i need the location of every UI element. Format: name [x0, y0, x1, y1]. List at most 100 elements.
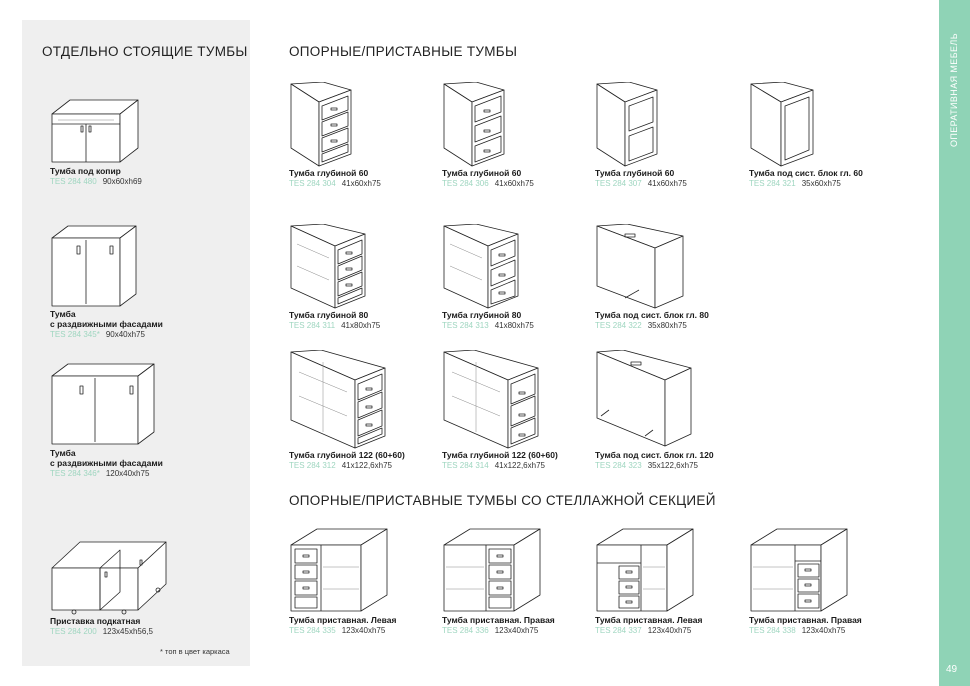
- product-item: Тумба глубиной 80 TES 284 311 41x80xh75: [289, 224, 439, 331]
- item-dims: 90x40xh75: [105, 330, 145, 339]
- product-item: Тумба глубиной 122 (60+60) TES 284 312 41…: [289, 350, 439, 471]
- item-dims: 41x80xh75: [494, 321, 534, 330]
- product-item: Приставка подкатная TES 284 200 123x45xh5…: [50, 538, 200, 637]
- item-dims: 123x40xh75: [647, 626, 692, 635]
- item-code: TES 284 322: [595, 321, 642, 330]
- item-dims: 41x122,6xh75: [494, 461, 545, 470]
- item-meta: TES 284 335 123x40xh75: [289, 625, 439, 636]
- item-meta: TES 284 200 123x45xh56,5: [50, 626, 200, 637]
- product-item: Тумба с раздвижными фасадами TES 284 346…: [50, 362, 200, 479]
- item-caption: Тумба приставная. Левая: [289, 615, 397, 625]
- cpu-stand-80-drawing: [596, 224, 684, 309]
- item-dims: 41x80xh75: [341, 321, 381, 330]
- pedestal-122-3drawer-drawing: [443, 350, 539, 449]
- item-code: TES 284 307: [595, 179, 642, 188]
- item-code: TES 284 200: [50, 627, 97, 636]
- item-code: TES 284 314: [442, 461, 489, 470]
- item-caption: Тумба под сист. блок гл. 60: [749, 168, 863, 178]
- item-dims: 41x60xh75: [647, 179, 687, 188]
- item-caption: Тумба глубиной 60: [289, 168, 369, 178]
- footnote: * топ в цвет каркаса: [160, 647, 230, 656]
- item-meta: TES 284 311 41x80xh75: [289, 320, 439, 331]
- item-meta: TES 284 336 123x40xh75: [442, 625, 592, 636]
- product-item: Тумба с раздвижными фасадами TES 284 345…: [50, 224, 200, 340]
- side-unit-left-2-drawing: [596, 528, 694, 612]
- section-title-shelving: ОПОРНЫЕ/ПРИСТАВНЫЕ ТУМБЫ СО СТЕЛЛАЖНОЙ С…: [289, 493, 716, 508]
- pedestal-60-4drawer-drawing: [290, 82, 352, 167]
- item-code: TES 284 338: [749, 626, 796, 635]
- item-caption: Тумба глубиной 80: [289, 310, 369, 320]
- item-caption: Тумба глубиной 60: [442, 168, 522, 178]
- item-code: TES 284 321: [749, 179, 796, 188]
- product-item: Тумба приставная. Правая TES 284 336 123x…: [442, 525, 592, 636]
- item-meta: TES 284 345* 90x40xh75: [50, 329, 200, 340]
- item-dims: 123x45xh56,5: [102, 627, 153, 636]
- item-meta: TES 284 346* 120x40xh75: [50, 468, 200, 479]
- item-caption: Тумба глубиной 122 (60+60): [289, 450, 405, 460]
- item-meta: TES 284 322 35x80xh75: [595, 320, 745, 331]
- section-title-support: ОПОРНЫЕ/ПРИСТАВНЫЕ ТУМБЫ: [289, 44, 518, 59]
- item-code: TES 284 323: [595, 461, 642, 470]
- item-caption: Тумба приставная. Правая: [442, 615, 555, 625]
- product-item: Тумба приставная. Правая TES 284 338 123x…: [749, 525, 899, 636]
- item-caption: с раздвижными фасадами: [50, 458, 163, 468]
- item-dims: 41x122,6xh75: [341, 461, 392, 470]
- item-caption: Тумба глубиной 122 (60+60): [442, 450, 558, 460]
- sidebar-tab: [939, 0, 970, 686]
- product-item: Тумба под копир TES 284 480 90x60xh69: [50, 96, 200, 187]
- item-dims: 123x40xh75: [801, 626, 846, 635]
- section-title-freestanding: ОТДЕЛЬНО СТОЯЩИЕ ТУМБЫ: [42, 44, 248, 59]
- item-caption: Тумба: [50, 448, 76, 458]
- item-code: TES 284 345*: [50, 330, 100, 339]
- item-dims: 41x60xh75: [494, 179, 534, 188]
- item-code: TES 284 312: [289, 461, 336, 470]
- item-dims: 123x40xh75: [494, 626, 539, 635]
- product-item: Тумба глубиной 60 TES 284 306 41x60xh75: [442, 82, 592, 189]
- item-dims: 90x60xh69: [102, 177, 142, 186]
- item-code: TES 284 306: [442, 179, 489, 188]
- cpu-stand-120-drawing: [596, 350, 692, 447]
- item-code: TES 284 335: [289, 626, 336, 635]
- item-caption: Тумба под копир: [50, 166, 121, 176]
- sliding-cabinet-90-drawing: [51, 225, 137, 307]
- pedestal-60-3drawer-drawing: [443, 82, 505, 167]
- item-dims: 120x40xh75: [105, 469, 150, 478]
- product-item: Тумба под сист. блок гл. 60 TES 284 321 3…: [749, 82, 899, 189]
- page-number: 49: [946, 664, 958, 675]
- item-code: TES 284 336: [442, 626, 489, 635]
- product-item: Тумба под сист. блок гл. 120 TES 284 323…: [595, 350, 745, 471]
- item-meta: TES 284 307 41x60xh75: [595, 178, 745, 189]
- item-meta: TES 284 321 35x60xh75: [749, 178, 899, 189]
- item-caption: Тумба приставная. Левая: [595, 615, 703, 625]
- item-meta: TES 284 337 123x40xh75: [595, 625, 745, 636]
- pedestal-80-4drawer-drawing: [290, 224, 366, 309]
- item-dims: 123x40xh75: [341, 626, 386, 635]
- sliding-cabinet-120-drawing: [51, 363, 155, 445]
- sidebar-label: ОПЕРАТИВНАЯ МЕБЕЛЬ: [949, 32, 959, 148]
- item-dims: 35x80xh75: [647, 321, 687, 330]
- item-meta: TES 284 314 41x122,6xh75: [442, 460, 592, 471]
- item-caption: Приставка подкатная: [50, 616, 141, 626]
- mobile-extension-drawing: [51, 541, 167, 615]
- side-unit-left-1-drawing: [290, 528, 388, 612]
- copier-cabinet-drawing: [51, 99, 139, 163]
- open-shelf-60-drawing: [596, 82, 658, 167]
- item-caption: Тумба: [50, 309, 76, 319]
- item-meta: TES 284 306 41x60xh75: [442, 178, 592, 189]
- pedestal-80-3drawer-drawing: [443, 224, 519, 309]
- item-meta: TES 284 338 123x40xh75: [749, 625, 899, 636]
- item-caption: Тумба приставная. Правая: [749, 615, 862, 625]
- item-dims: 35x60xh75: [801, 179, 841, 188]
- item-code: TES 284 480: [50, 177, 97, 186]
- item-code: TES 284 346*: [50, 469, 100, 478]
- item-caption: с раздвижными фасадами: [50, 319, 163, 329]
- item-code: TES 284 337: [595, 626, 642, 635]
- item-code: TES 284 311: [289, 321, 336, 330]
